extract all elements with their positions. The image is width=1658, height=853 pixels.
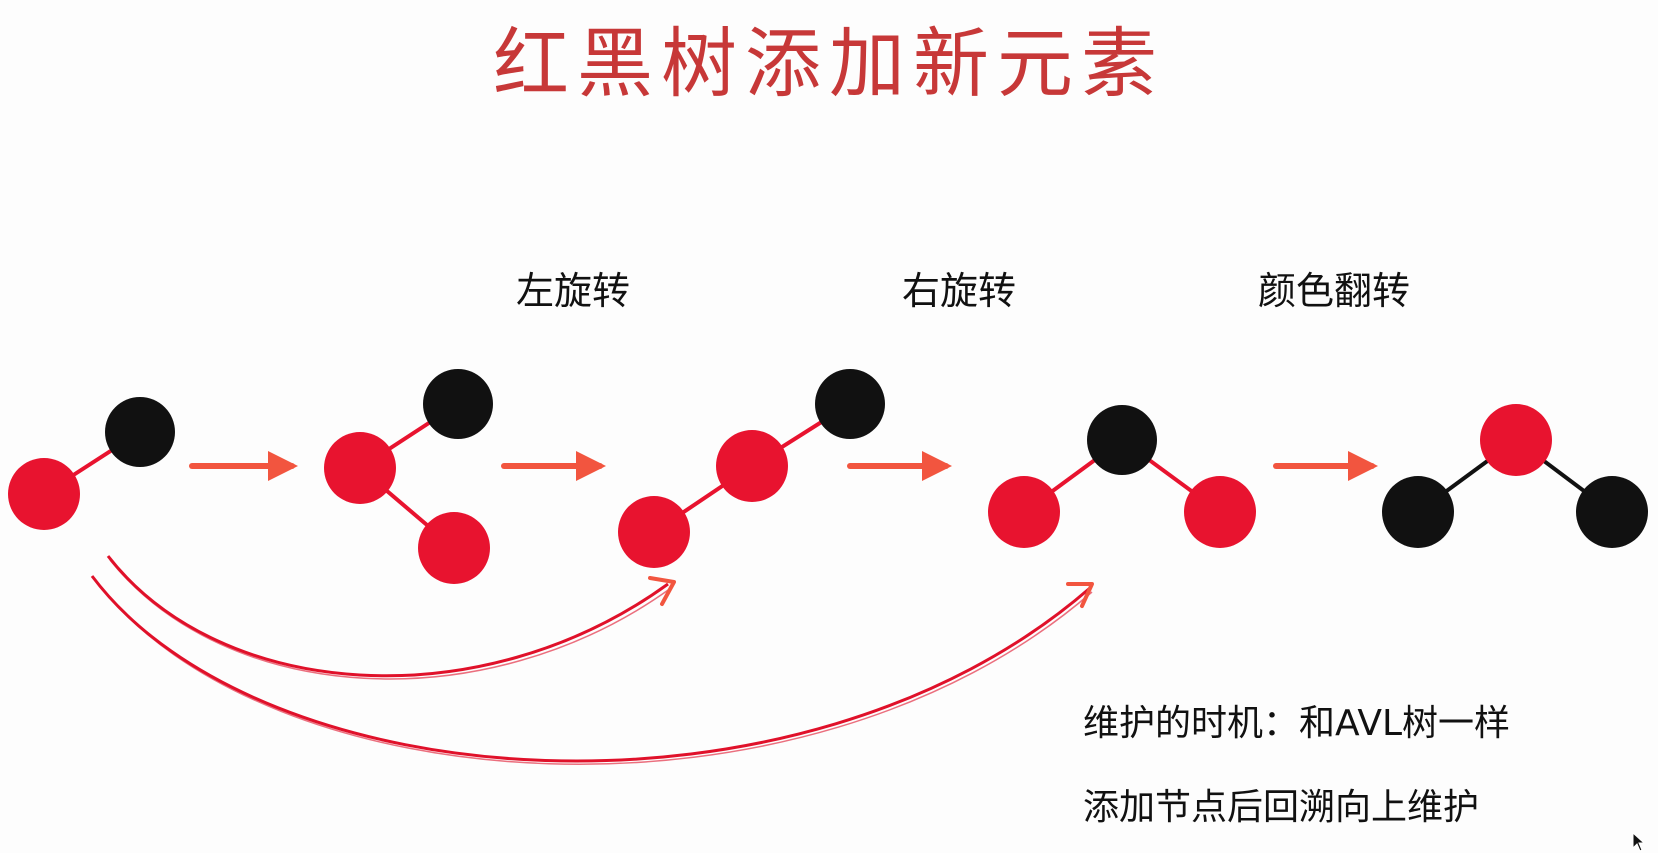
note-backtrack: 添加节点后回溯向上维护: [1083, 787, 1480, 828]
curve-to-right-rotate-stroke2: [94, 579, 1093, 765]
red-node: [988, 476, 1060, 548]
black-node: [1382, 476, 1454, 548]
red-node: [8, 458, 80, 530]
shortcut-curves: [90, 555, 1094, 765]
red-node: [1184, 476, 1256, 548]
mouse-cursor-icon: [1632, 832, 1646, 852]
tree-after-right-rotate: [988, 405, 1256, 548]
tree-after-left-rotate: [618, 369, 885, 568]
black-node: [1576, 476, 1648, 548]
curve-to-left-rotate: [106, 555, 669, 678]
red-node: [1480, 404, 1552, 476]
red-node: [324, 432, 396, 504]
curve-arrowhead: [648, 576, 676, 606]
red-node: [716, 430, 788, 502]
tree-initial: [8, 397, 175, 530]
black-node: [105, 397, 175, 467]
curve-arrowhead: [1066, 582, 1094, 608]
curve-to-right-rotate: [90, 575, 1091, 763]
black-node: [815, 369, 885, 439]
black-node: [1087, 405, 1157, 475]
curve-to-left-rotate-stroke2: [109, 559, 672, 680]
red-node: [418, 512, 490, 584]
tree-after-color-flip: [1382, 404, 1648, 548]
black-node: [423, 369, 493, 439]
step-label-color-flip: 颜色翻转: [1258, 269, 1411, 313]
slide-title: 红黑树添加新元素: [493, 19, 1165, 108]
step-label-left-rotate: 左旋转: [516, 269, 631, 313]
tree-after-insert: [324, 369, 493, 584]
step-label-right-rotate: 右旋转: [902, 269, 1017, 313]
red-node: [618, 496, 690, 568]
note-maintenance-timing: 维护的时机：和AVL树一样: [1083, 703, 1511, 744]
